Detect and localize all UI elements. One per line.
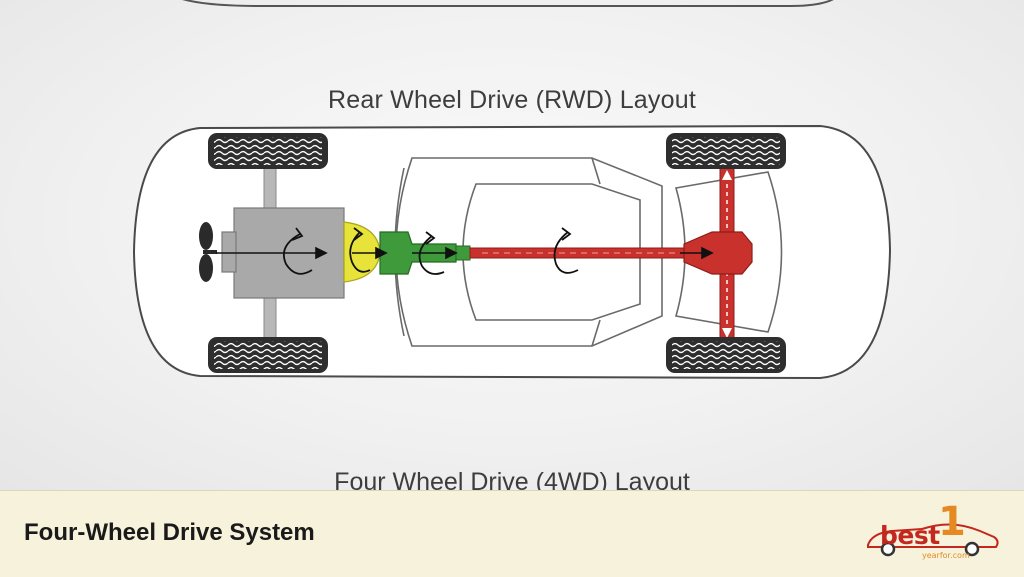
logo-number: 1: [938, 499, 966, 545]
front-right-wheel: [208, 337, 328, 373]
output-shaft: [455, 245, 471, 261]
rear-differential: [683, 231, 753, 275]
car-icon: [867, 523, 999, 557]
rwd-layout-title: Rear Wheel Drive (RWD) Layout: [328, 86, 696, 114]
rear-left-wheel: [666, 133, 786, 169]
front-left-wheel: [208, 133, 328, 169]
radiator-fan: [199, 222, 217, 282]
4wd-layout-title: Four Wheel Drive (4WD) Layout: [334, 468, 690, 490]
previous-car-outline: [182, 0, 834, 7]
rear-right-wheel: [666, 337, 786, 373]
logo-wordmark: best: [880, 521, 940, 550]
cabin-outline: [394, 157, 783, 347]
diagram-area: Rear Wheel Drive (RWD) Layout Four Wheel…: [0, 0, 1024, 490]
caption-bar: Four-Wheel Drive System best 1 yearfor.c…: [0, 490, 1024, 577]
video-caption: Four-Wheel Drive System: [24, 519, 315, 546]
rotation-arrows: [282, 227, 579, 275]
power-flow-arrows: [216, 246, 714, 260]
brand-logo[interactable]: best 1 yearfor.com: [862, 499, 1002, 567]
logo-subtext: yearfor.com: [922, 551, 970, 560]
rwd-layout-diagram: [132, 0, 892, 380]
